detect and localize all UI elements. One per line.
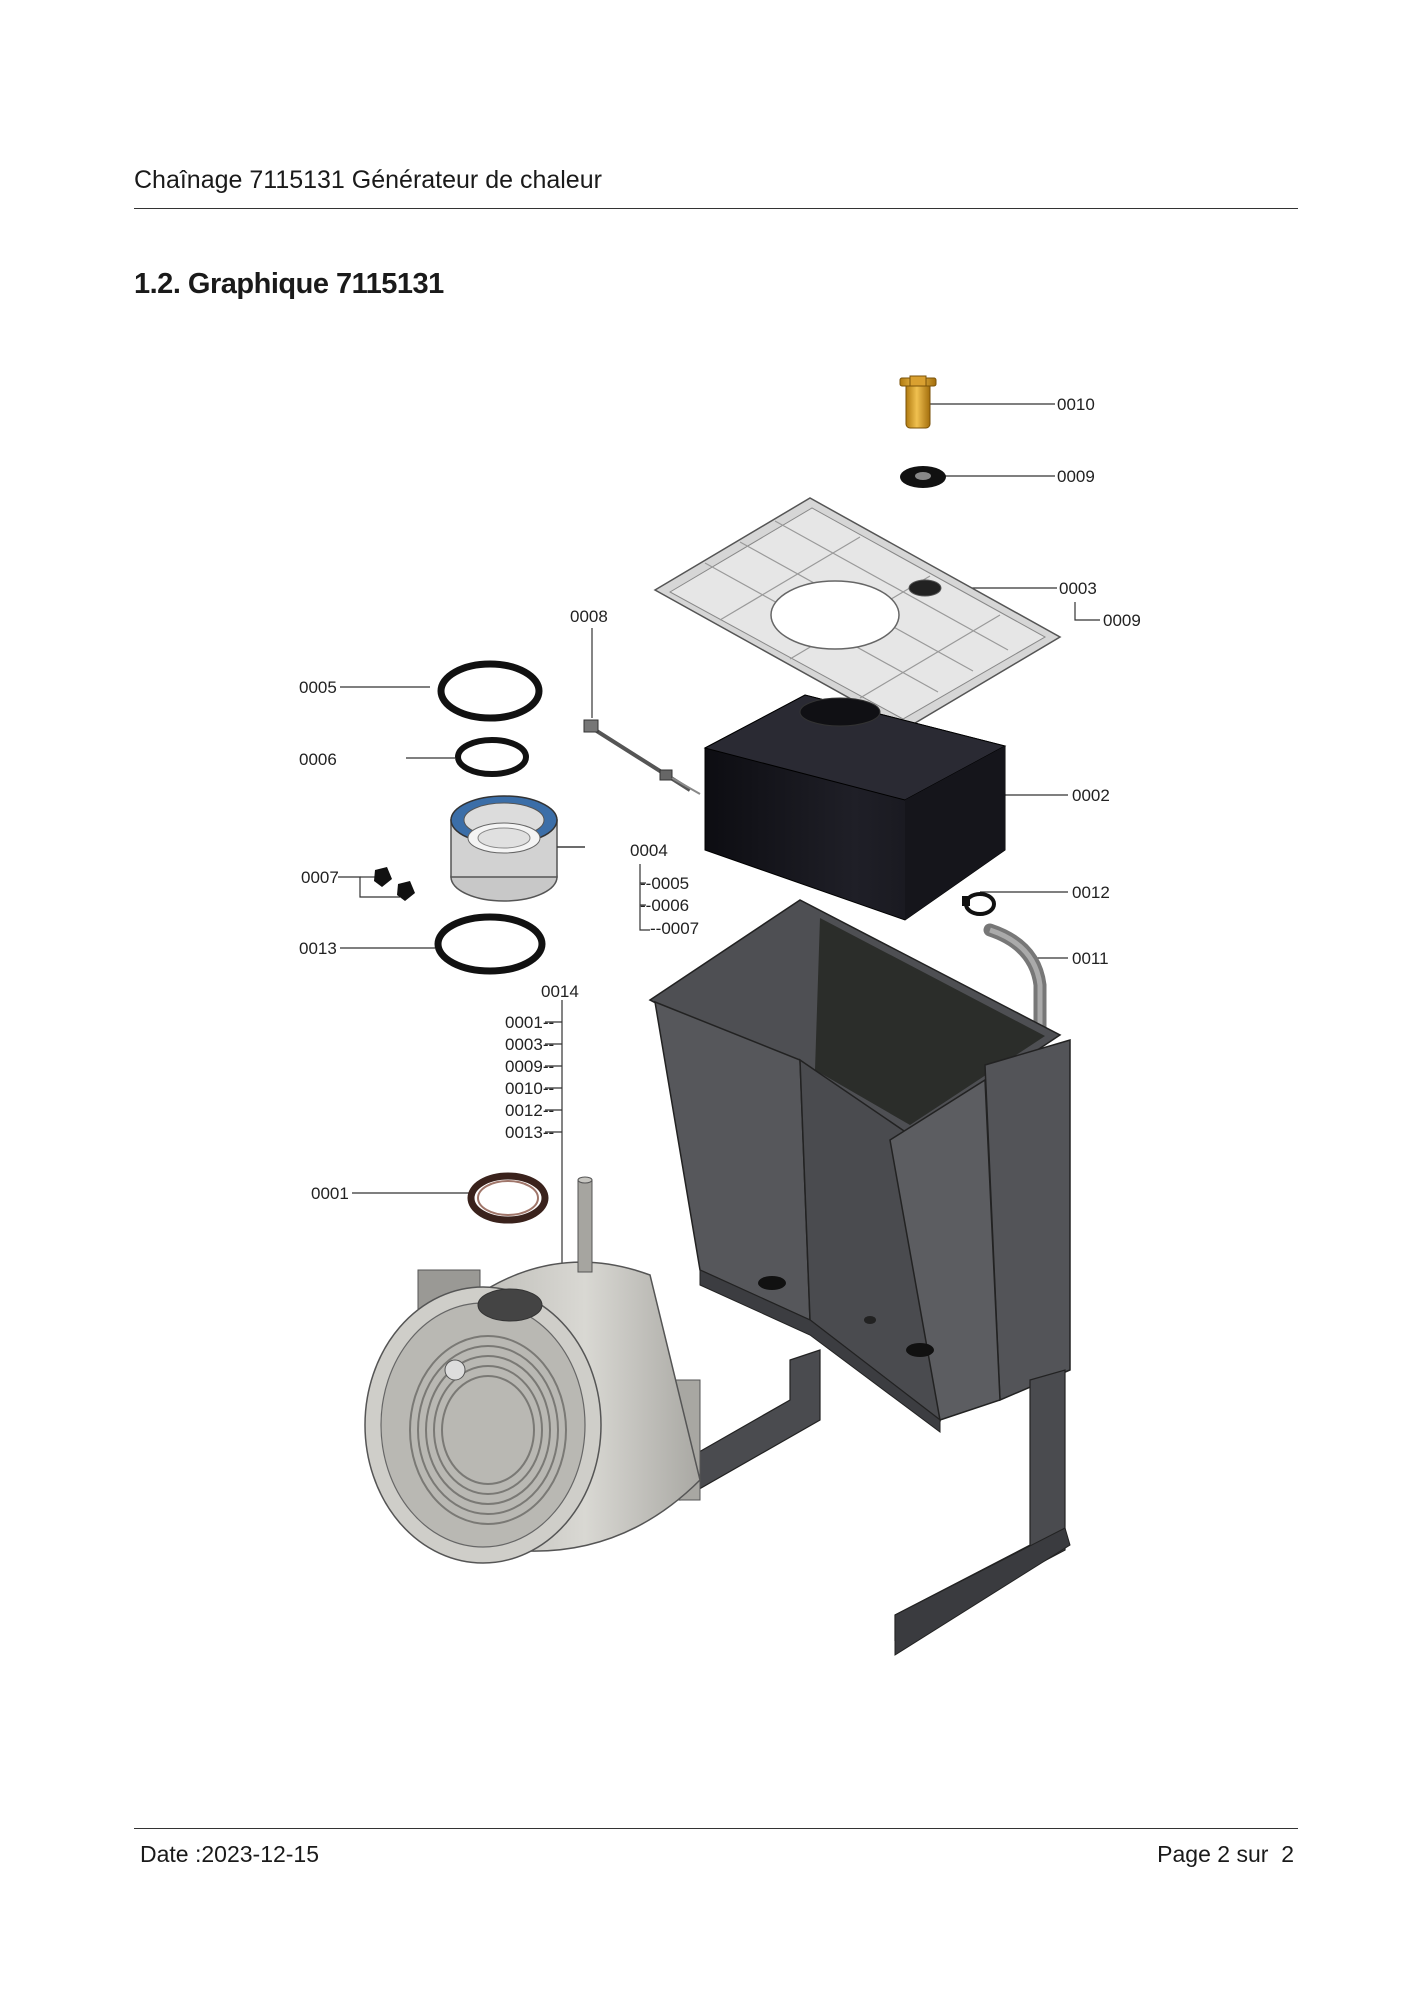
part-0001-seal (467, 1172, 549, 1224)
section-title: 1.2. Graphique 7115131 (134, 268, 444, 300)
label-0013: 0013 (299, 939, 337, 958)
label-0014-sub-0001: 0001-- (505, 1013, 554, 1032)
page-header: Chaînage 7115131 Générateur de chaleur (134, 160, 1298, 209)
label-0005: 0005 (299, 678, 337, 697)
label-0009-top: 0009 (1057, 467, 1095, 486)
label-0003: 0003 (1059, 579, 1097, 598)
part-0002-tank (703, 694, 1007, 921)
label-0011: 0011 (1072, 949, 1109, 968)
heat-exchanger-drum (364, 1176, 701, 1564)
part-0010-brass-fitting (899, 375, 937, 429)
part-0013-ring (434, 913, 546, 975)
label-0001: 0001 (311, 1184, 349, 1203)
page-label: Page 2 sur (1157, 1841, 1269, 1867)
part-0004-flue-adapter (450, 795, 585, 902)
casing-frame (648, 899, 1071, 1656)
part-0005-ring (437, 660, 543, 722)
page-footer: Date :2023-12-15 Page 2 sur 2 (134, 1828, 1298, 1889)
label-0006: 0006 (299, 750, 337, 769)
label-0012: 0012 (1072, 883, 1110, 902)
footer-page-number: Page 2 sur 2 (1157, 1841, 1294, 1868)
part-0006-ring (455, 737, 529, 777)
part-0009-gasket (900, 466, 946, 488)
label-0009-sub: 0009 (1103, 611, 1141, 630)
label-0007: 0007 (301, 868, 339, 887)
label-0014-sub-0010: 0010-- (505, 1079, 554, 1098)
label-0004: 0004 (630, 841, 668, 860)
part-0012-clamp (962, 892, 996, 916)
page-total: 2 (1281, 1841, 1294, 1867)
part-0007-clips (374, 867, 415, 901)
label-0014: 0014 (541, 982, 579, 1001)
label-0004-sub-0007: --0007 (650, 919, 699, 938)
label-0014-sub-0013: 0013-- (505, 1123, 554, 1142)
label-0004-sub-0006: --0006 (640, 896, 689, 915)
part-0011-pipe (983, 923, 1047, 1047)
label-0014-sub-0009: 0009-- (505, 1057, 554, 1076)
label-0004-sub-0005: --0005 (640, 874, 689, 893)
document-title: Chaînage 7115131 Générateur de chaleur (134, 166, 602, 194)
label-0002: 0002 (1072, 786, 1110, 805)
label-0008: 0008 (570, 607, 608, 626)
part-0003-cover-plate (653, 497, 1062, 730)
part-0008-sensor (583, 719, 701, 795)
label-0010: 0010 (1057, 395, 1095, 414)
footer-date: Date :2023-12-15 (140, 1841, 320, 1867)
label-0014-sub-0003: 0003-- (505, 1035, 554, 1054)
label-0014-sub-0012: 0012-- (505, 1101, 554, 1120)
callout-labels: 0010 0009 0003 0009 0008 0005 0006 0002 … (299, 395, 1141, 1203)
